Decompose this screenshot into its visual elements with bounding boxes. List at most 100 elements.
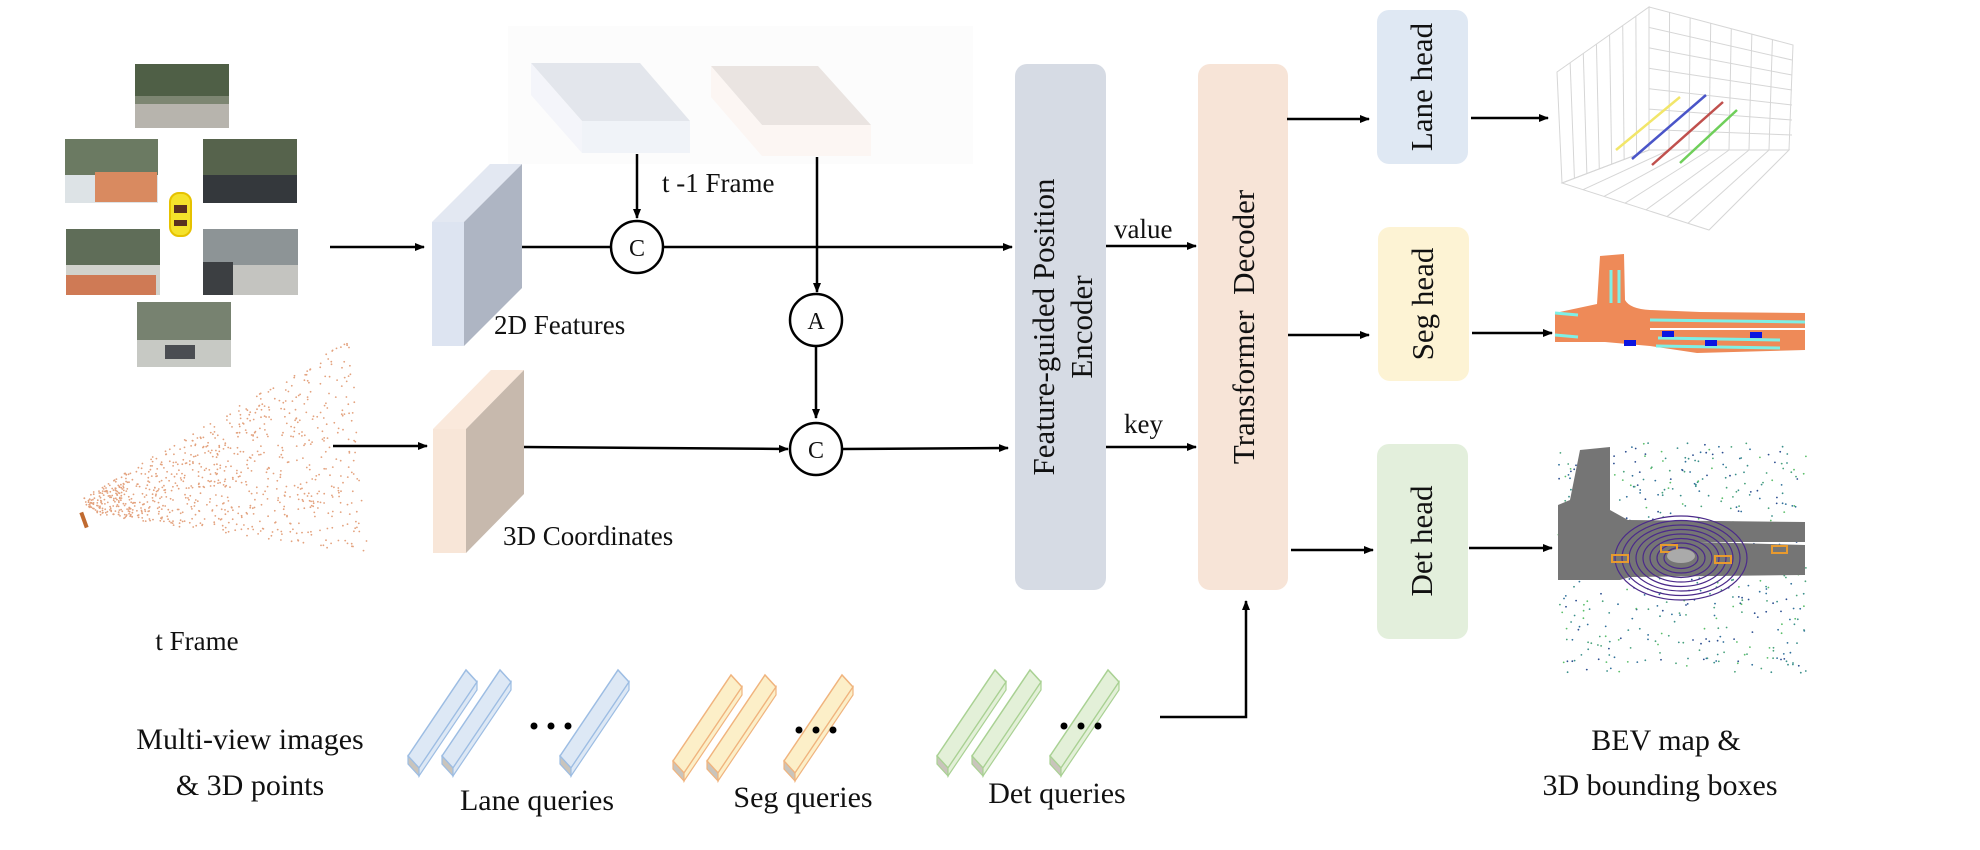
point bbox=[114, 489, 117, 491]
point bbox=[117, 500, 120, 502]
lidar-point bbox=[1573, 614, 1576, 617]
lidar-point bbox=[1721, 451, 1724, 454]
lidar-point bbox=[1644, 455, 1646, 457]
point bbox=[152, 499, 154, 502]
point bbox=[155, 472, 157, 475]
point bbox=[278, 399, 281, 402]
point bbox=[250, 492, 253, 495]
point bbox=[163, 467, 165, 469]
lidar-point bbox=[1597, 644, 1599, 646]
lidar-point bbox=[1647, 634, 1649, 636]
point bbox=[297, 539, 299, 541]
lane-lines bbox=[1615, 94, 1738, 166]
point bbox=[270, 418, 272, 421]
point bbox=[175, 473, 178, 475]
ego-car-icon bbox=[169, 192, 192, 237]
point bbox=[117, 492, 120, 494]
point bbox=[148, 481, 151, 483]
point bbox=[322, 417, 325, 419]
point bbox=[358, 530, 361, 533]
point bbox=[142, 503, 145, 506]
point bbox=[289, 530, 292, 533]
lidar-point bbox=[1644, 659, 1647, 662]
point bbox=[340, 346, 342, 348]
point bbox=[85, 503, 88, 506]
point bbox=[285, 485, 288, 488]
lidar-point bbox=[1804, 670, 1807, 672]
lidar-point bbox=[1624, 450, 1627, 453]
lidar-point bbox=[1708, 640, 1711, 643]
lidar-point bbox=[1760, 483, 1763, 486]
bbox bbox=[1714, 555, 1732, 564]
lidar-point bbox=[1638, 627, 1641, 630]
point bbox=[281, 449, 284, 452]
point bbox=[337, 427, 340, 430]
lidar-point bbox=[1711, 467, 1713, 470]
point bbox=[365, 540, 368, 542]
lidar-point bbox=[1647, 442, 1649, 444]
input-label-line1: Multi-view images bbox=[136, 723, 363, 756]
point bbox=[93, 497, 96, 500]
point bbox=[130, 497, 133, 500]
point bbox=[273, 509, 276, 512]
det-queries-label: Det queries bbox=[988, 777, 1125, 810]
lidar-point bbox=[1617, 603, 1619, 606]
point bbox=[299, 483, 302, 485]
point bbox=[231, 506, 233, 509]
lidar-point bbox=[1791, 505, 1794, 507]
point bbox=[258, 393, 261, 395]
point bbox=[347, 438, 350, 441]
lidar-point bbox=[1735, 490, 1738, 493]
point bbox=[131, 511, 134, 514]
point bbox=[117, 513, 120, 516]
point bbox=[251, 525, 254, 528]
lidar-point bbox=[1626, 588, 1628, 591]
point bbox=[110, 510, 113, 513]
point bbox=[349, 364, 351, 367]
point bbox=[325, 402, 327, 405]
point bbox=[225, 531, 227, 534]
lidar-point bbox=[1644, 498, 1647, 501]
point bbox=[109, 494, 111, 497]
ellipsis-dot bbox=[1060, 722, 1068, 730]
point bbox=[179, 519, 182, 522]
point bbox=[125, 477, 127, 480]
point bbox=[215, 473, 218, 476]
point bbox=[259, 398, 262, 400]
lidar-point bbox=[1686, 442, 1689, 445]
point bbox=[353, 401, 356, 404]
encoder-label-line1: Feature-guided Position bbox=[1026, 178, 1061, 476]
point bbox=[118, 501, 120, 504]
query-token bbox=[672, 673, 743, 783]
point bbox=[151, 497, 154, 499]
point bbox=[265, 416, 267, 418]
point bbox=[298, 522, 300, 525]
point bbox=[331, 515, 333, 518]
point bbox=[336, 431, 339, 434]
point bbox=[198, 482, 200, 485]
lidar-point bbox=[1737, 596, 1740, 598]
point bbox=[351, 412, 354, 414]
point bbox=[168, 448, 171, 451]
lidar-point bbox=[1639, 489, 1642, 491]
point bbox=[248, 456, 251, 459]
point bbox=[196, 454, 199, 456]
point bbox=[120, 486, 123, 489]
point bbox=[299, 393, 301, 396]
lidar-point bbox=[1711, 453, 1714, 456]
lidar-point bbox=[1580, 654, 1583, 656]
arrow-3d-to-concat bbox=[523, 444, 789, 453]
point bbox=[256, 436, 259, 439]
grid-line bbox=[1648, 26, 1793, 61]
point bbox=[263, 451, 265, 454]
lidar-point bbox=[1660, 632, 1663, 635]
lidar-point bbox=[1765, 472, 1768, 474]
point bbox=[117, 484, 120, 487]
lidar-point bbox=[1673, 620, 1676, 623]
grid-line bbox=[1648, 47, 1793, 76]
point bbox=[170, 489, 173, 492]
point bbox=[106, 490, 109, 492]
lidar-point bbox=[1642, 442, 1645, 445]
lidar-point bbox=[1685, 665, 1688, 667]
point bbox=[247, 527, 250, 530]
